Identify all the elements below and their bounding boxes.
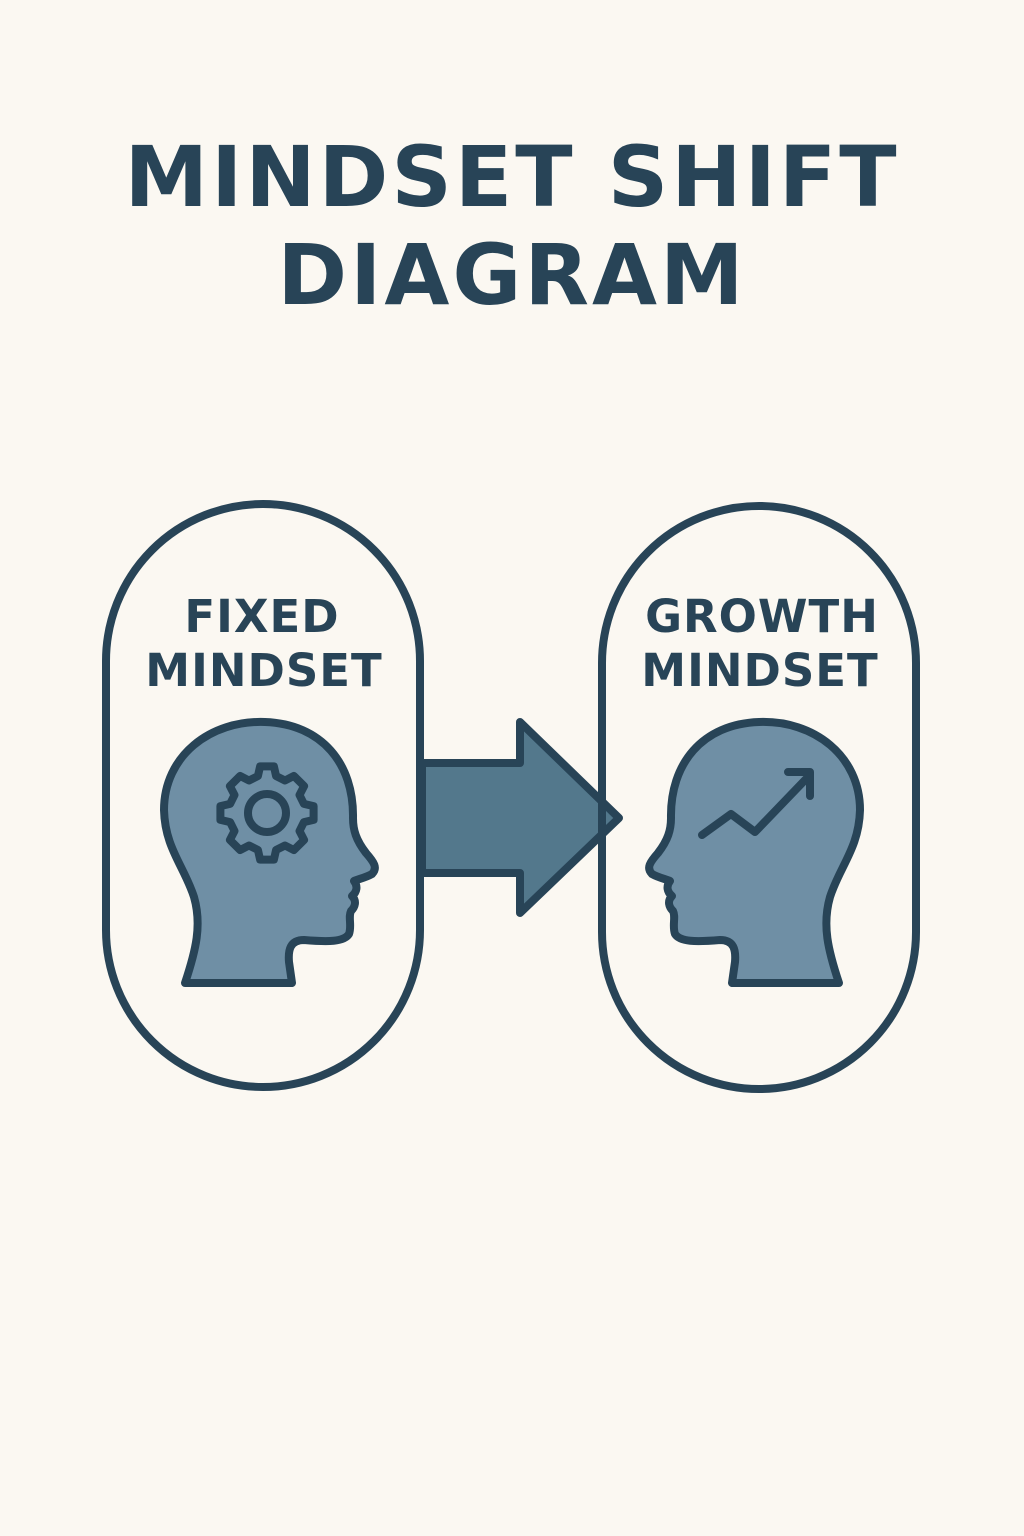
title-line-2: DIAGRAM	[277, 226, 747, 324]
growth-mindset-panel: GROWTH MINDSET	[598, 502, 920, 1093]
trend-line-icon	[698, 775, 810, 839]
growth-head-silhouette	[645, 717, 864, 987]
title-line-1: MINDSET SHIFT	[124, 128, 900, 226]
head-with-trend-arrow-icon	[645, 717, 864, 987]
head-with-gear-icon	[160, 717, 379, 987]
fixed-mindset-label-line-2: MINDSET	[145, 644, 382, 697]
growth-mindset-label-line-1: GROWTH	[645, 590, 879, 643]
growth-mindset-outline	[598, 502, 920, 1093]
fixed-mindset-panel: FIXED MINDSET	[102, 500, 424, 1091]
fixed-mindset-label-line-1: FIXED	[184, 590, 339, 643]
page-title: MINDSET SHIFT DIAGRAM	[0, 128, 1024, 324]
right-arrow-icon	[418, 718, 623, 917]
growth-mindset-label-line-2: MINDSET	[641, 644, 878, 697]
gear-center	[244, 790, 290, 836]
trend-arrowhead	[784, 768, 814, 800]
